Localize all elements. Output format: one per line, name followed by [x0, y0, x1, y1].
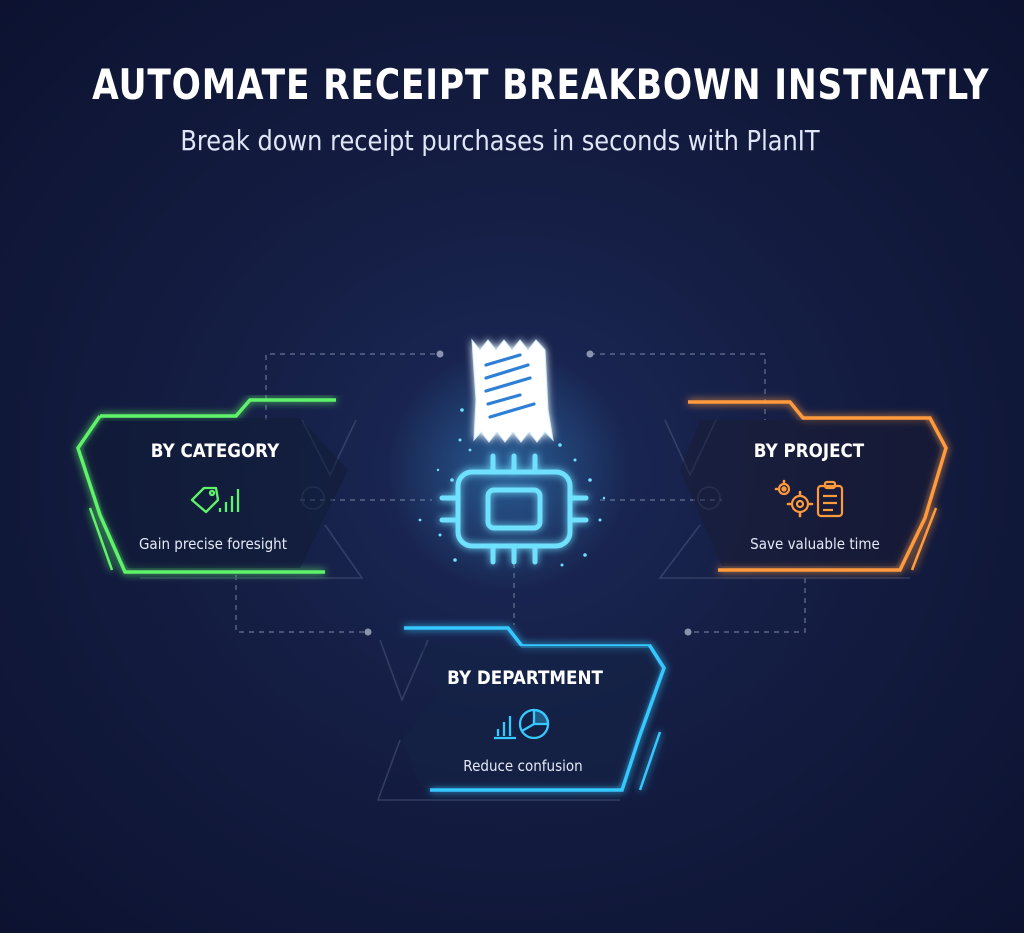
- card-description-category: Gain precise foresight: [138, 535, 288, 553]
- card-by-department[interactable]: [402, 626, 666, 792]
- page-title: AUTOMATE RECEIPT BREAKBOWN INSTNATLY: [92, 60, 990, 109]
- card-title-category: BY CATEGORY: [150, 440, 280, 462]
- gears-clipboard-icon: [774, 479, 844, 518]
- card-by-category[interactable]: [76, 398, 348, 574]
- price-tag-bar-chart-icon: [190, 486, 240, 514]
- card-by-project[interactable]: [680, 400, 948, 572]
- page-subtitle: Break down receipt purchases in seconds …: [180, 124, 820, 157]
- sparkle-particles: [418, 408, 606, 567]
- card-description-department: Reduce confusion: [463, 757, 583, 775]
- connector-dots: [364, 350, 692, 636]
- card-description-project: Save valuable time: [750, 535, 880, 553]
- card-title-department: BY DEPARTMENT: [447, 667, 603, 689]
- card-title-project: BY PROJECT: [753, 440, 865, 462]
- bar-pie-chart-icon: [494, 708, 550, 740]
- processor-chip-icon: [439, 453, 589, 565]
- receipt-icon: [471, 338, 554, 443]
